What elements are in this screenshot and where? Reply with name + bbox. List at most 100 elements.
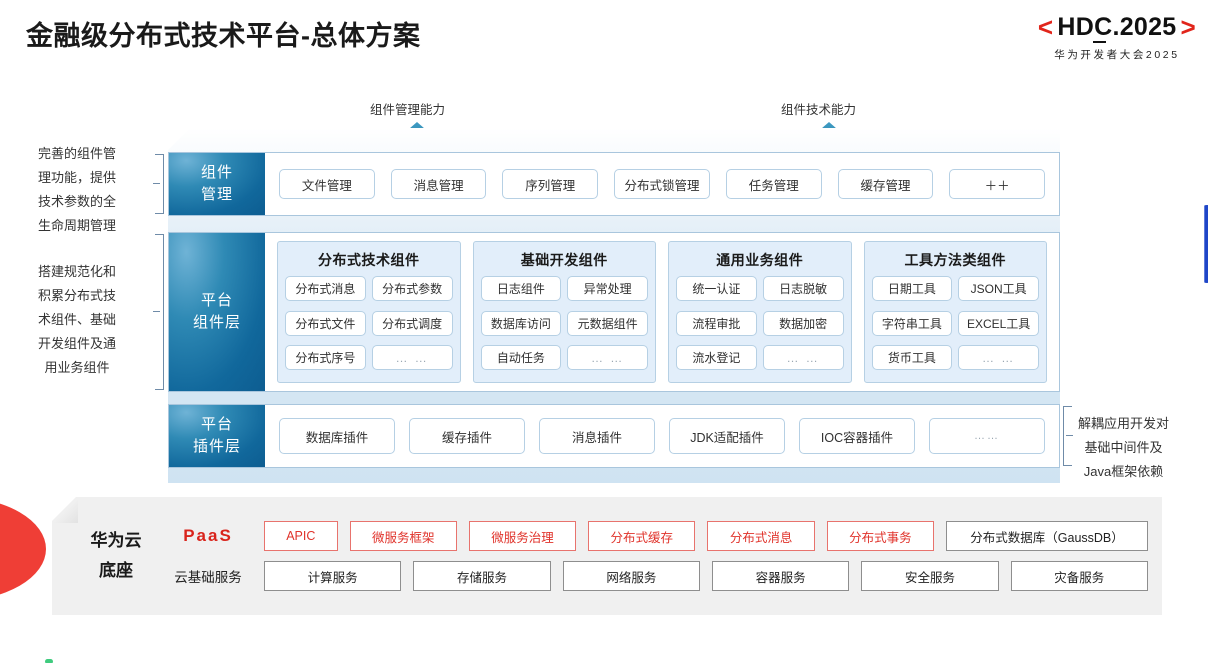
plugin-chip[interactable]: 数据库插件 xyxy=(279,418,395,454)
component-chip[interactable]: … … xyxy=(762,345,844,371)
brace-left-top xyxy=(153,154,165,214)
component-management-chip[interactable]: 序列管理 xyxy=(502,169,599,199)
component-chip[interactable]: 分布式序号 xyxy=(285,345,366,371)
base-service-label: 云基础服务 xyxy=(174,570,242,585)
base-service-cell[interactable]: 容器服务 xyxy=(711,561,850,591)
component-management-chip[interactable]: 分布式锁管理 xyxy=(614,169,710,199)
side-note-right-l3: Java框架依赖 xyxy=(1083,464,1164,480)
component-chip[interactable]: 分布式文件 xyxy=(285,310,366,336)
base-service-cell[interactable]: 计算服务 xyxy=(264,561,402,591)
component-management-chip[interactable]: 消息管理 xyxy=(390,169,487,199)
plugin-chip[interactable]: 消息插件 xyxy=(539,418,655,454)
cloud-title-l1: 华为云 xyxy=(90,531,142,551)
paas-service-cell[interactable]: 分布式数据库（GaussDB） xyxy=(946,521,1149,551)
platform-component-layer-row: 平台 组件层 分布式技术组件分布式消息分布式参数分布式文件分布式调度分布式序号…… xyxy=(168,232,1060,392)
component-chip[interactable]: 分布式参数 xyxy=(371,276,453,301)
side-note-left-bottom-l5: 用业务组件 xyxy=(44,360,110,376)
platform-component-layer-label: 平台 组件层 xyxy=(169,233,265,391)
base-service-items: 计算服务存储服务网络服务容器服务安全服务灾备服务 xyxy=(264,561,1148,591)
component-management-chip[interactable]: 任务管理 xyxy=(725,169,822,199)
mgmt-label-l1: 组件 xyxy=(200,163,233,181)
blue-leaf-decoration xyxy=(1204,205,1208,283)
base-service-line: 云基础服务 计算服务存储服务网络服务容器服务安全服务灾备服务 xyxy=(162,561,1148,591)
arrow-label-left: 组件管理能力 xyxy=(370,103,446,117)
plugin-chip[interactable]: IOC容器插件 xyxy=(799,418,915,454)
component-chip[interactable]: … … xyxy=(567,345,648,371)
hdc-logo: < HDC.2025 > 华为开发者大会2025 xyxy=(1038,12,1196,62)
component-management-chip[interactable]: ＋＋ xyxy=(949,169,1046,199)
side-note-left-top: 完善的组件管 理功能，提供 技术参数的全 生命周期管理 xyxy=(38,142,116,238)
component-chip[interactable]: … … xyxy=(958,345,1039,371)
component-chip[interactable]: 自动任务 xyxy=(480,345,562,371)
side-note-left-bottom-l3: 术组件、基础 xyxy=(38,312,117,328)
component-group-title: 分布式技术组件 xyxy=(318,252,420,268)
paas-service-cell[interactable]: 微服务治理 xyxy=(468,521,577,551)
side-note-left-top-l1: 完善的组件管 xyxy=(38,146,117,161)
paas-service-cell[interactable]: 分布式缓存 xyxy=(588,521,696,551)
component-chip[interactable]: 数据加密 xyxy=(762,310,844,336)
component-chip[interactable]: 分布式调度 xyxy=(371,310,453,336)
component-group: 通用业务组件统一认证日志脱敏流程审批数据加密流水登记… … xyxy=(668,241,852,383)
component-chip[interactable]: 货币工具 xyxy=(871,345,953,371)
side-note-left-bottom-l2: 积累分布式技 xyxy=(38,288,117,304)
plugin-chip[interactable]: …… xyxy=(929,418,1045,454)
paas-service-cell[interactable]: 分布式消息 xyxy=(707,521,815,551)
plug-label-l1: 平台 xyxy=(200,415,233,433)
component-management-chip[interactable]: 缓存管理 xyxy=(837,169,934,199)
hdc-logo-main: < HDC.2025 > xyxy=(1038,12,1196,43)
plug-label-l2: 插件层 xyxy=(192,438,241,455)
component-chip[interactable]: … … xyxy=(371,345,453,371)
base-service-cell[interactable]: 灾备服务 xyxy=(1010,561,1148,591)
side-note-left-top-l4: 生命周期管理 xyxy=(38,218,117,234)
side-note-right-l2: 基础中间件及 xyxy=(1084,440,1163,456)
plugin-chip[interactable]: 缓存插件 xyxy=(409,418,525,454)
component-group: 分布式技术组件分布式消息分布式参数分布式文件分布式调度分布式序号… … xyxy=(277,241,461,383)
component-chip[interactable]: 统一认证 xyxy=(676,276,757,301)
green-dot-decoration xyxy=(45,659,53,663)
side-note-left-top-l3: 技术参数的全 xyxy=(38,194,117,210)
paas-service-cell[interactable]: 分布式事务 xyxy=(826,521,934,551)
component-group-title: 通用业务组件 xyxy=(716,252,804,268)
side-note-right-l1: 解耦应用开发对 xyxy=(1078,416,1170,431)
component-chip[interactable]: 分布式消息 xyxy=(285,276,366,301)
component-chip[interactable]: 元数据组件 xyxy=(567,310,648,336)
brace-right xyxy=(1062,406,1074,466)
plugin-chip[interactable]: JDK适配插件 xyxy=(669,418,785,454)
huawei-cloud-panel-bg xyxy=(52,497,1162,615)
arrow-label-right: 组件技术能力 xyxy=(781,103,857,117)
brace-left-bottom xyxy=(153,234,165,390)
side-note-left-bottom-l1: 搭建规范化和 xyxy=(38,264,117,279)
component-chip[interactable]: 日志脱敏 xyxy=(762,276,844,301)
paas-service-cell[interactable]: APIC xyxy=(264,521,338,551)
side-note-left-top-l2: 理功能，提供 xyxy=(38,170,117,186)
base-service-cell[interactable]: 安全服务 xyxy=(861,561,999,591)
component-chip[interactable]: 异常处理 xyxy=(567,276,648,301)
base-service-cell[interactable]: 存储服务 xyxy=(413,561,551,591)
paas-label: PaaS xyxy=(183,526,233,545)
base-service-cell[interactable]: 网络服务 xyxy=(562,561,700,591)
paas-items: APIC 微服务框架微服务治理分布式缓存分布式消息分布式事务分布式数据库（Gaus… xyxy=(264,521,1149,551)
paas-line: PaaS APIC 微服务框架微服务治理分布式缓存分布式消息分布式事务分布式数据库… xyxy=(162,521,1149,551)
component-management-items: 文件管理消息管理序列管理分布式锁管理任务管理缓存管理 ＋＋ xyxy=(265,153,1059,215)
red-pie-decoration xyxy=(0,497,46,601)
hdc-logo-text: HDC.2025 xyxy=(1057,13,1177,43)
platform-plugin-items: 数据库插件缓存插件消息插件 JDK适配插件 IOC容器插件 …… xyxy=(265,405,1059,467)
component-chip[interactable]: 日志组件 xyxy=(480,276,562,301)
platform-component-groups: 分布式技术组件分布式消息分布式参数分布式文件分布式调度分布式序号… …基础开发组… xyxy=(265,233,1059,391)
component-chip[interactable]: 流程审批 xyxy=(676,310,757,336)
bracket-left-icon: < xyxy=(1037,12,1054,42)
component-chip[interactable]: 数据库访问 xyxy=(480,310,562,336)
platform-plugin-layer-label: 平台 插件层 xyxy=(169,405,265,467)
component-chip[interactable]: 字符串工具 xyxy=(871,310,953,336)
component-management-chip[interactable]: 文件管理 xyxy=(279,169,375,199)
hdc-underline xyxy=(1093,40,1107,43)
component-chip[interactable]: 日期工具 xyxy=(871,276,953,301)
component-chip[interactable]: EXCEL工具 xyxy=(958,310,1039,336)
paas-service-cell[interactable]: 微服务框架 xyxy=(349,521,457,551)
bracket-right-icon: > xyxy=(1180,12,1196,42)
component-chip[interactable]: 流水登记 xyxy=(676,345,757,371)
component-chip[interactable]: JSON工具 xyxy=(958,276,1039,301)
